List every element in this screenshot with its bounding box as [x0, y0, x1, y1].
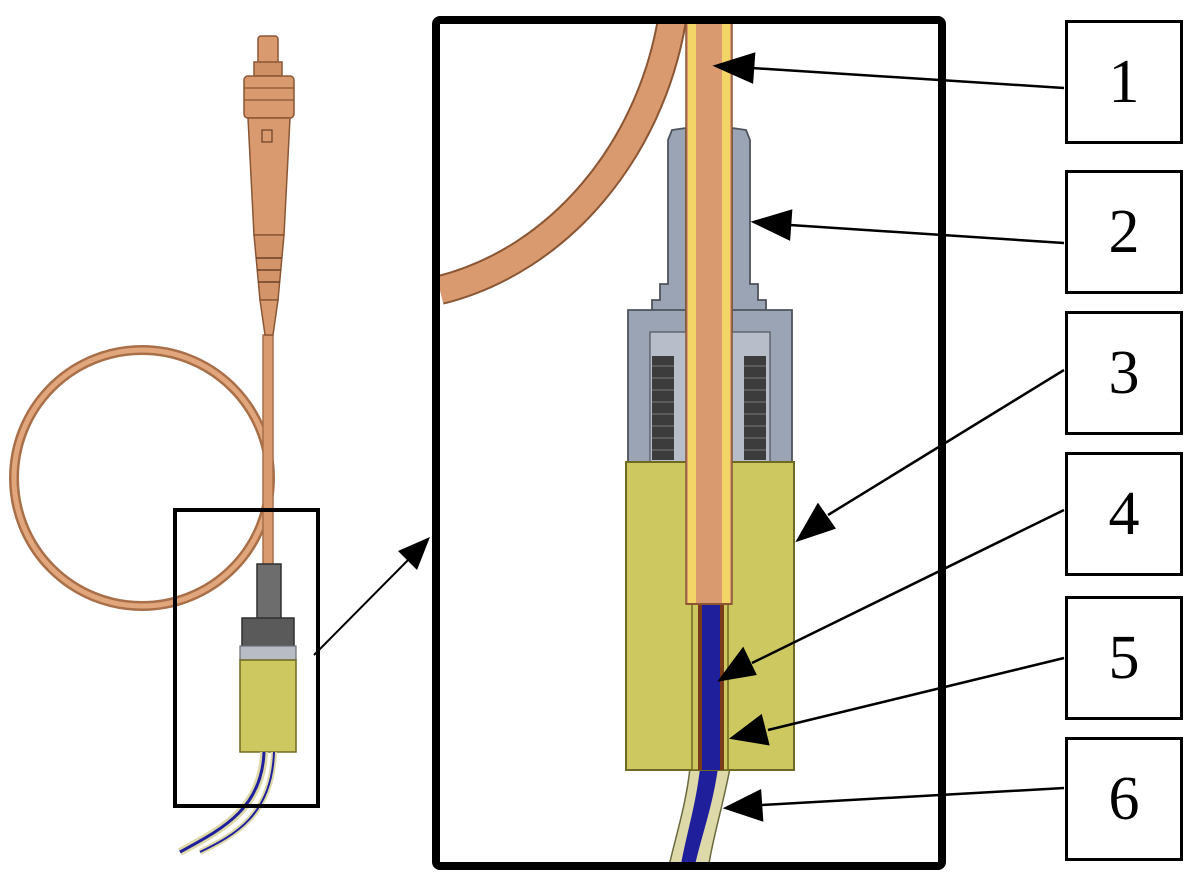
leader-arrow-4 — [717, 646, 757, 682]
leader-arrow-5 — [728, 713, 770, 746]
leader-arrow-2 — [750, 209, 793, 241]
label-box-3: 3 — [1065, 311, 1183, 435]
detail-frame-small — [173, 508, 320, 808]
label-box-4: 4 — [1065, 452, 1183, 576]
leader-arrow-6 — [722, 789, 764, 822]
copper-tube-vertical — [262, 334, 274, 568]
overall-assembly-view — [9, 35, 430, 856]
label-6: 6 — [1108, 764, 1140, 833]
thread-right — [744, 356, 766, 460]
probe-connector — [243, 35, 295, 336]
fitting-stem — [651, 126, 687, 323]
label-1: 1 — [1108, 47, 1140, 116]
label-box-6: 6 — [1065, 737, 1183, 861]
label-2: 2 — [1108, 197, 1140, 266]
cross-section-view — [432, 16, 946, 870]
fitting-nut — [239, 563, 297, 661]
label-3: 3 — [1108, 338, 1140, 407]
fiber-cable — [178, 751, 268, 856]
leader-lines — [712, 52, 1065, 822]
zoom-arrow-head — [398, 537, 430, 570]
leader-arrow-1 — [712, 52, 756, 84]
label-box-1: 1 — [1065, 20, 1183, 144]
label-4: 4 — [1108, 479, 1140, 548]
sensor-housing — [239, 659, 297, 753]
leader-arrow-3 — [795, 502, 836, 543]
label-box-2: 2 — [1065, 170, 1183, 294]
detail-frame-large — [432, 16, 946, 870]
thread-left — [652, 356, 674, 460]
label-5: 5 — [1108, 623, 1140, 692]
label-box-5: 5 — [1065, 596, 1183, 720]
copper-tube-curve — [436, 20, 687, 305]
fiber-core-section — [702, 604, 720, 770]
